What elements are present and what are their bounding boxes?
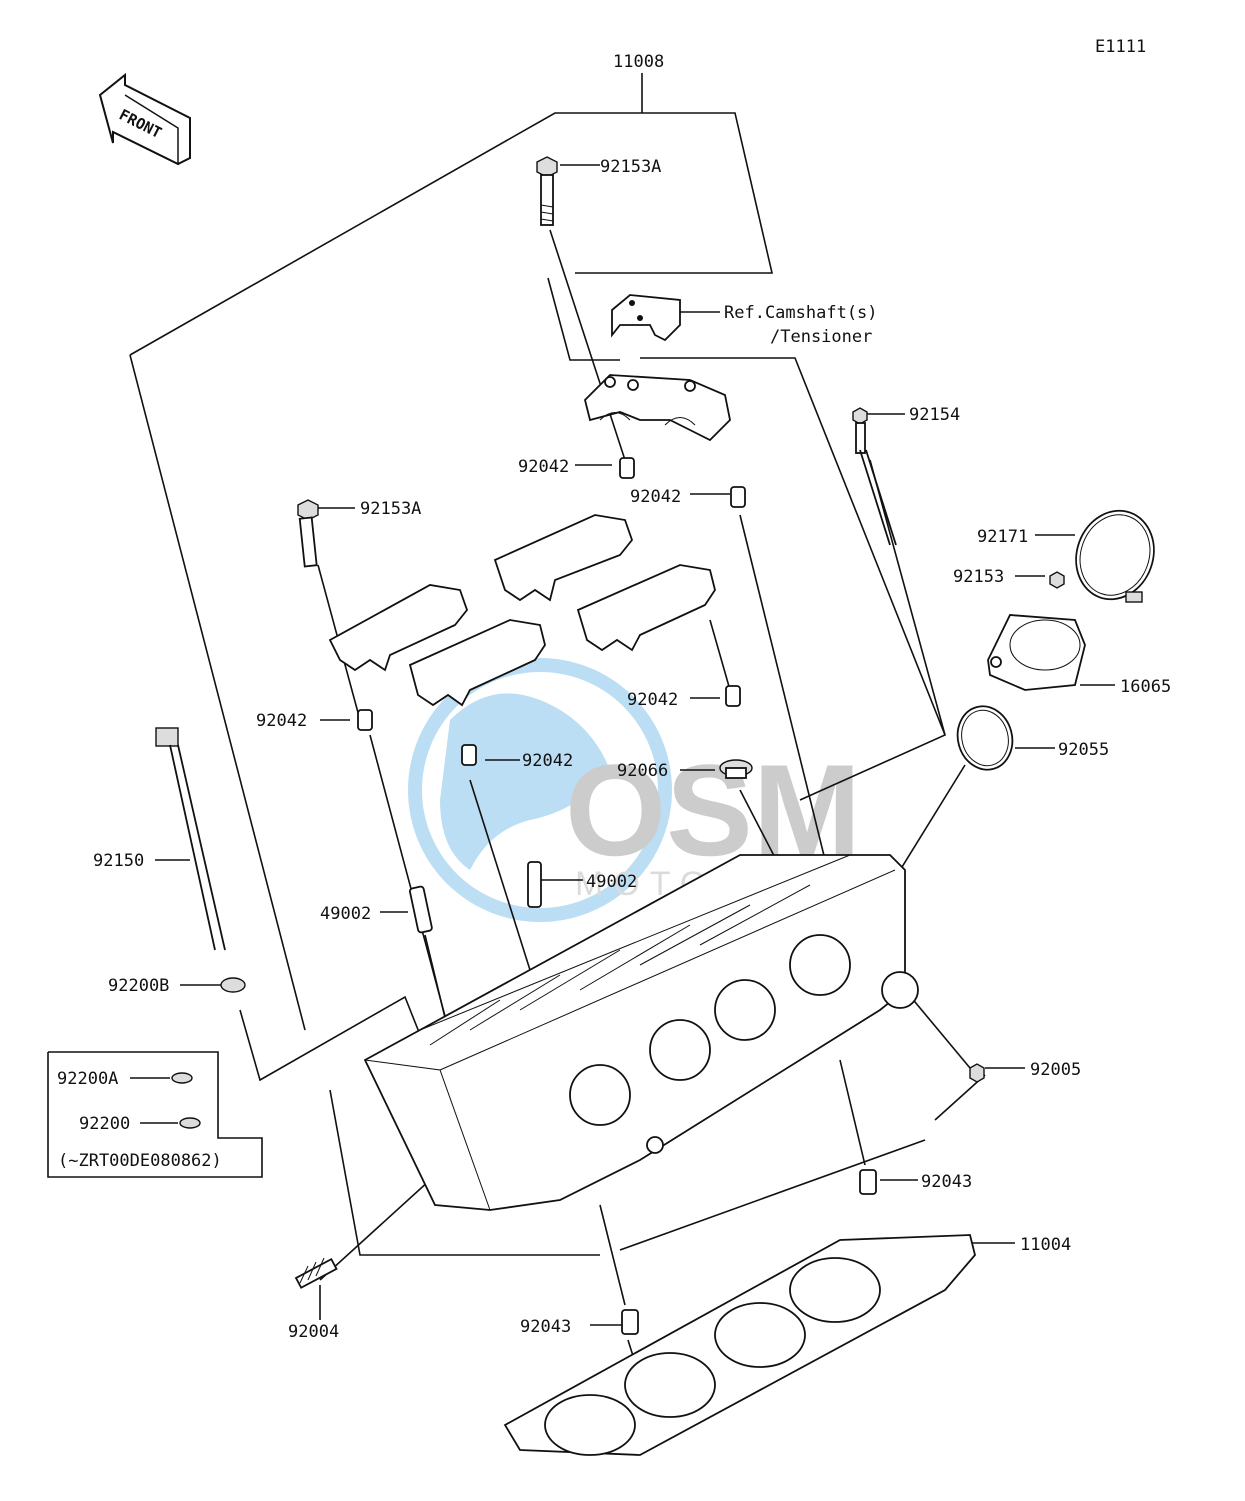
dowel-92042-d: [461, 744, 477, 766]
bolt-92153: [1049, 571, 1065, 589]
dowel-92042-b: [730, 486, 746, 508]
ref-note-line2: /Tensioner: [770, 327, 872, 347]
fitting-16065: [987, 614, 1086, 691]
label-92042-a: 92042: [518, 457, 569, 477]
label-92066: 92066: [617, 761, 668, 781]
camshaft-caps: [328, 514, 716, 707]
diagram-code: E1111: [1095, 37, 1146, 57]
label-92043-b: 92043: [520, 1317, 571, 1337]
label-92150: 92150: [93, 851, 144, 871]
bolt-92150: [155, 727, 226, 951]
bolt-92153A-top: [536, 156, 558, 226]
label-92200: 92200: [79, 1114, 130, 1134]
label-92153A-top: 92153A: [600, 157, 661, 177]
washer-92200B: [220, 977, 246, 993]
footnote-box: [47, 1051, 263, 1178]
dowel-92042-e: [725, 685, 741, 707]
label-92055: 92055: [1058, 740, 1109, 760]
dowel-92042-c: [357, 709, 373, 731]
label-92042-b: 92042: [630, 487, 681, 507]
head-gasket-11004: [503, 1234, 976, 1456]
label-49002-b: 49002: [586, 872, 637, 892]
label-92005: 92005: [1030, 1060, 1081, 1080]
dowel-92043-a: [859, 1169, 877, 1195]
label-92004: 92004: [288, 1322, 339, 1342]
label-92200B: 92200B: [108, 976, 169, 996]
valve-guide-49002-b: [527, 861, 542, 908]
label-92154: 92154: [909, 405, 960, 425]
bolt-92005: [969, 1063, 985, 1083]
o-ring-92055: [956, 705, 1014, 771]
stud-92004: [294, 1257, 338, 1289]
dowel-92043-b: [621, 1309, 639, 1335]
bolt-92153A-mid: [297, 499, 319, 568]
washer-92200A: [171, 1072, 193, 1084]
front-arrow-icon: FRONT: [98, 72, 191, 166]
cylinder-head: [363, 854, 919, 1211]
label-92042-d: 92042: [522, 751, 573, 771]
valve-guide-49002-a: [409, 885, 433, 934]
dowel-92042-a: [619, 457, 635, 479]
footnote-label: (~ZRT00DE080862): [58, 1151, 222, 1171]
label-92042-c: 92042: [256, 711, 307, 731]
label-92200A: 92200A: [57, 1069, 118, 1089]
label-92043-a: 92043: [921, 1172, 972, 1192]
label-11004: 11004: [1020, 1235, 1071, 1255]
label-92153A-mid: 92153A: [360, 499, 421, 519]
label-92042-e: 92042: [627, 690, 678, 710]
plug-92066: [719, 759, 753, 779]
label-92171: 92171: [977, 527, 1028, 547]
label-49002-a: 49002: [320, 904, 371, 924]
tensioner-bracket: [611, 294, 681, 342]
ring-92171: [1075, 509, 1155, 603]
ref-note-line1: Ref.Camshaft(s): [724, 303, 878, 323]
label-92153: 92153: [953, 567, 1004, 587]
washer-92200: [179, 1117, 201, 1129]
camshaft-cap-top: [584, 374, 731, 442]
bolt-92154: [852, 407, 897, 546]
label-11008: 11008: [613, 52, 664, 72]
label-16065: 16065: [1120, 677, 1171, 697]
